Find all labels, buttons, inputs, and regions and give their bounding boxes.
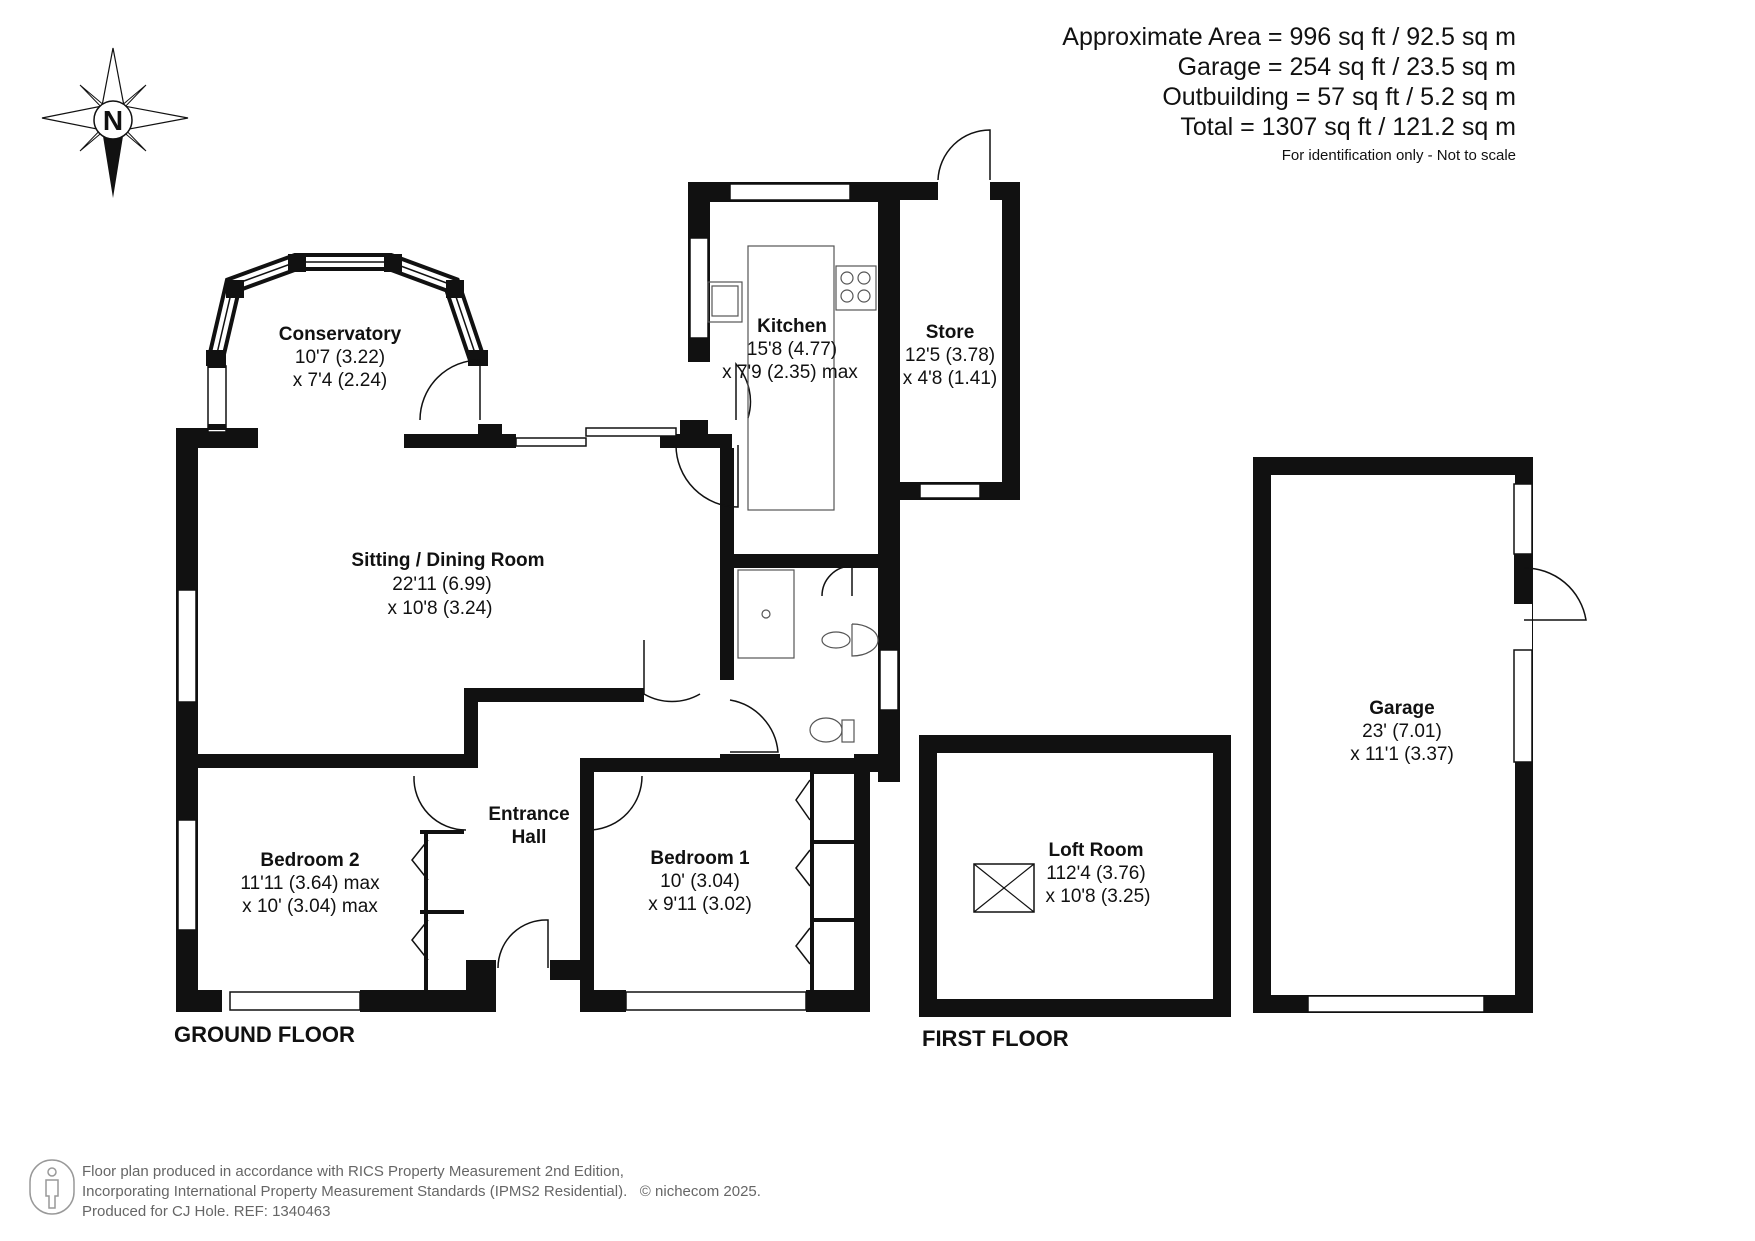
- bedroom1-dim1: 10' (3.04): [660, 871, 740, 892]
- bedroom2-name: Bedroom 2: [260, 850, 359, 871]
- bedroom1-name: Bedroom 1: [650, 848, 750, 869]
- wardrobe-doors: [411, 779, 811, 965]
- kitchen-dim2: x 7'9 (2.35) max: [722, 362, 858, 383]
- label-entrance-hall: Entrance Hall: [488, 804, 569, 848]
- door-swings: [413, 129, 991, 969]
- footer-line2-wrap: Incorporating International Property Mea…: [82, 1182, 761, 1202]
- label-bedroom2: Bedroom 2 11'11 (3.64) max x 10' (3.04) …: [240, 850, 380, 917]
- approximate-area: Approximate Area = 996 sq ft / 92.5 sq m: [1062, 23, 1516, 51]
- garage-dim2: x 11'1 (3.37): [1350, 744, 1454, 765]
- conservatory-bay: [206, 253, 488, 433]
- store-dim1: 12'5 (3.78): [905, 345, 995, 366]
- label-bedroom1: Bedroom 1 10' (3.04) x 9'11 (3.02): [648, 848, 752, 915]
- compass-letter: N: [103, 105, 123, 136]
- footer-copyright: © nichecom 2025.: [639, 1183, 761, 1200]
- ground-floor-heading: GROUND FLOOR: [174, 1022, 355, 1047]
- bathroom-fixtures: [737, 569, 879, 743]
- skylight-icon: [973, 863, 1035, 913]
- outbuilding-area: Outbuilding = 57 sq ft / 5.2 sq m: [1162, 83, 1516, 111]
- garage-name: Garage: [1369, 698, 1434, 719]
- first-floor-walls: [919, 735, 1231, 1017]
- footer-line1: Floor plan produced in accordance with R…: [82, 1163, 624, 1180]
- garage-area: Garage = 254 sq ft / 23.5 sq m: [1177, 53, 1516, 81]
- bedroom2-dim2: x 10' (3.04) max: [242, 896, 378, 917]
- kitchen-dim1: 15'8 (4.77): [747, 339, 837, 360]
- first-floor-heading: FIRST FLOOR: [922, 1026, 1069, 1051]
- conservatory-dim1: 10'7 (3.22): [295, 347, 385, 368]
- kitchen-fixtures: [707, 245, 877, 511]
- hall-line1: Entrance: [488, 804, 569, 825]
- garage-dim1: 23' (7.01): [1362, 721, 1442, 742]
- hall-line2: Hall: [512, 827, 547, 848]
- store-dim2: x 4'8 (1.41): [903, 368, 997, 389]
- loft-dim2: x 10'8 (3.25): [1045, 886, 1150, 907]
- bedroom2-dim1: 11'11 (3.64) max: [240, 873, 380, 894]
- conservatory-dim2: x 7'4 (2.24): [293, 370, 387, 391]
- loft-dim1: 112'4 (3.76): [1046, 863, 1145, 884]
- total-area: Total = 1307 sq ft / 121.2 sq m: [1180, 113, 1516, 141]
- label-sitting-room: Sitting / Dining Room 22'11 (6.99) x 10'…: [351, 550, 544, 619]
- area-summary: Approximate Area = 996 sq ft / 92.5 sq m…: [1062, 22, 1516, 167]
- person-scale-icon: [29, 1159, 75, 1215]
- north-compass-icon: N: [41, 47, 189, 198]
- garage-walls: [1253, 457, 1587, 1013]
- identification-note: For identification only - Not to scale: [1281, 147, 1516, 164]
- footer-line2: Incorporating International Property Mea…: [82, 1183, 628, 1200]
- sitting-dim2: x 10'8 (3.24): [387, 598, 492, 619]
- footer-line3: Produced for CJ Hole. REF: 1340463: [82, 1203, 331, 1220]
- loft-name: Loft Room: [1049, 840, 1144, 861]
- store-name: Store: [926, 322, 975, 343]
- sitting-name: Sitting / Dining Room: [351, 550, 544, 571]
- label-conservatory: Conservatory 10'7 (3.22) x 7'4 (2.24): [279, 324, 402, 391]
- sitting-dim1: 22'11 (6.99): [392, 574, 491, 595]
- kitchen-name: Kitchen: [757, 316, 827, 337]
- label-garage: Garage 23' (7.01) x 11'1 (3.37): [1350, 698, 1454, 765]
- footer: Floor plan produced in accordance with R…: [82, 1162, 761, 1222]
- bedroom1-dim2: x 9'11 (3.02): [648, 894, 752, 915]
- conservatory-name: Conservatory: [279, 324, 402, 345]
- label-loft-room: Loft Room 112'4 (3.76) x 10'8 (3.25): [1045, 840, 1150, 907]
- label-kitchen: Kitchen 15'8 (4.77) x 7'9 (2.35) max: [722, 316, 858, 383]
- ground-floor-windows: [177, 183, 981, 1011]
- label-store: Store 12'5 (3.78) x 4'8 (1.41): [903, 322, 997, 389]
